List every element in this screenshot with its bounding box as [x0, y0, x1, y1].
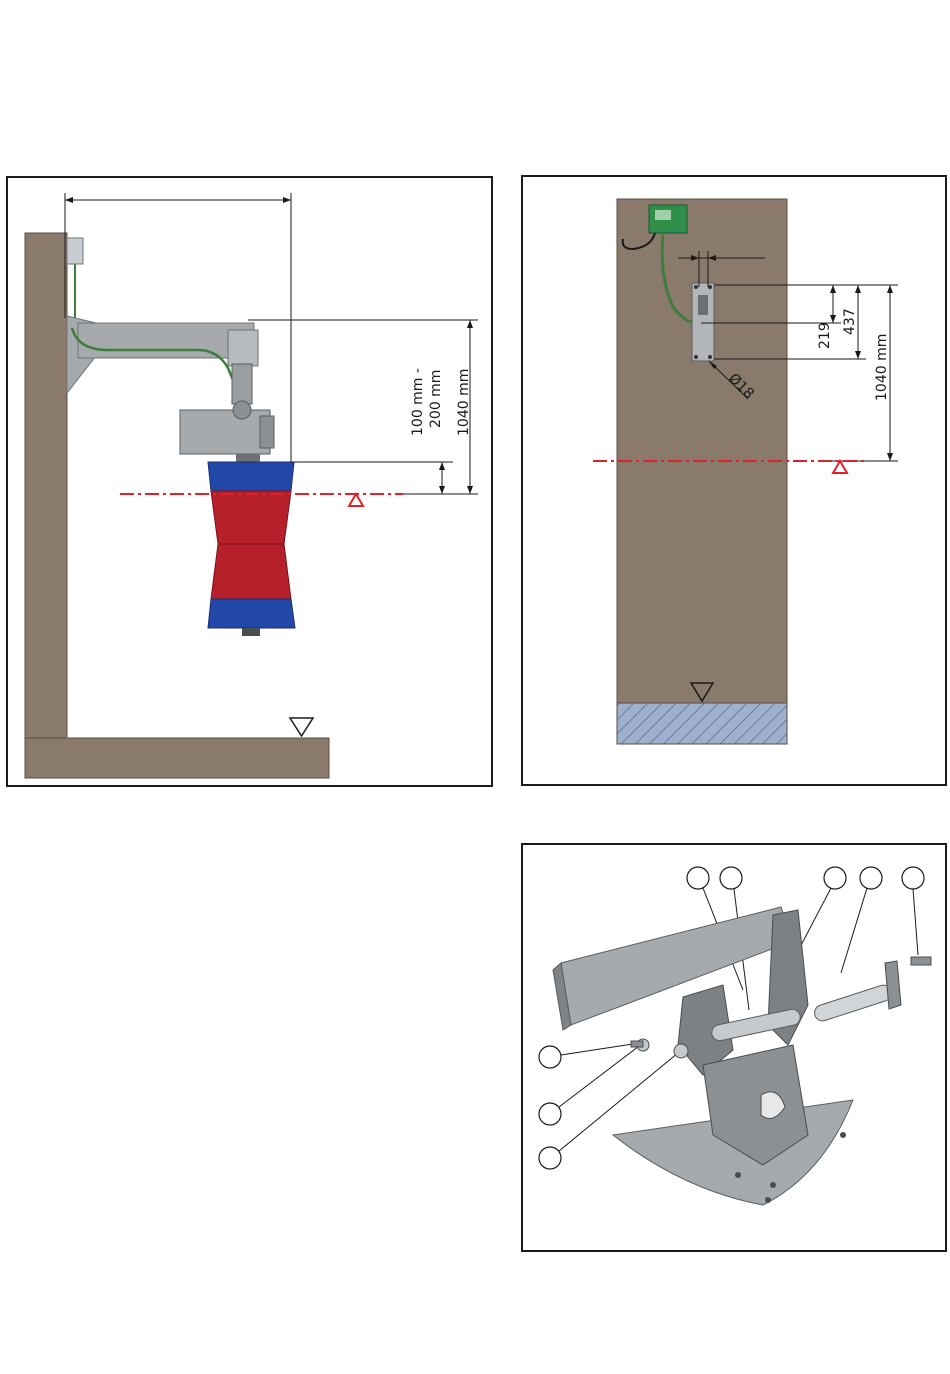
- dim-219: 219: [817, 322, 833, 349]
- callout-2: [720, 867, 742, 889]
- dim-range-line1: 100 mm -: [410, 368, 426, 436]
- callout-5: [902, 867, 924, 889]
- callout-1: [687, 867, 709, 889]
- arm-beam: [561, 907, 793, 1025]
- bolt-small: [631, 1041, 643, 1047]
- dim-height-side: 1040 mm: [456, 369, 472, 436]
- fender-blue-top: [208, 462, 294, 491]
- fender-red-upper: [211, 491, 291, 544]
- side-view-panel: 100 mm - 200 mm 1040 mm: [6, 176, 493, 787]
- water-level-symbol: [349, 494, 363, 506]
- drive-unit: [180, 410, 270, 454]
- side-view-drawing: 100 mm - 200 mm 1040 mm: [8, 178, 495, 789]
- front-view-panel: 219 437 1040 mm Ø18: [521, 175, 947, 786]
- soil-hatch: [617, 703, 787, 744]
- mounting-plate: [692, 283, 714, 361]
- hanger-link: [232, 364, 252, 404]
- floor-level-symbol: [290, 718, 313, 736]
- front-view-drawing: 219 437 1040 mm Ø18: [523, 177, 949, 788]
- detail-view-drawing: [523, 845, 949, 1254]
- fender-red-lower: [211, 544, 291, 599]
- dim-height-front: 1040 mm: [874, 334, 890, 401]
- junction-box: [67, 238, 83, 264]
- callout-6: [539, 1046, 561, 1068]
- callout-8: [539, 1147, 561, 1169]
- arm-end-plate: [228, 330, 258, 366]
- wall-face: [617, 199, 787, 703]
- exploded-bolt: [911, 957, 931, 965]
- dim-437: 437: [842, 308, 858, 335]
- callout-4: [860, 867, 882, 889]
- quay-wall: [25, 233, 67, 753]
- water-level-symbol-front: [833, 461, 847, 473]
- callout-3: [824, 867, 846, 889]
- callout-7: [539, 1103, 561, 1125]
- exploded-pin: [812, 983, 893, 1023]
- dim-range-line2: 200 mm: [428, 370, 444, 428]
- fender-blue-bottom: [208, 599, 295, 628]
- detail-view-panel: [521, 843, 947, 1252]
- cap: [674, 1044, 688, 1058]
- quay-floor: [25, 738, 329, 778]
